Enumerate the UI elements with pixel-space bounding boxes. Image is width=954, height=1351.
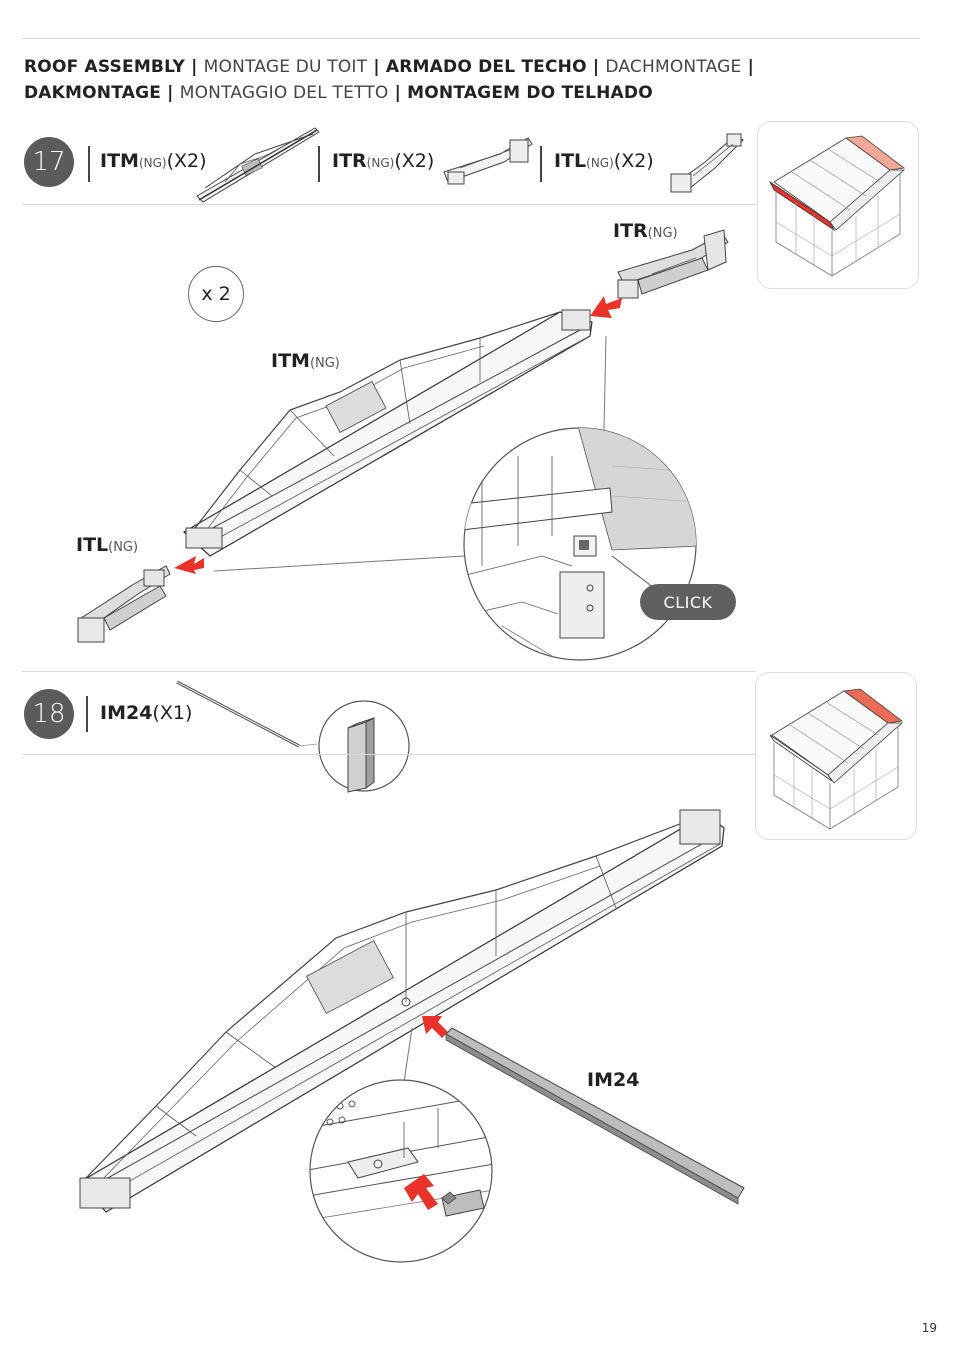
step-17-divider bbox=[88, 146, 90, 182]
page-title: ROOF ASSEMBLY | MONTAGE DU TOIT | ARMADO… bbox=[24, 54, 924, 106]
part-itm-label: ITM(NG)(X2) bbox=[100, 150, 207, 172]
itl-part-drawing bbox=[77, 565, 171, 643]
roof-highlight bbox=[842, 688, 904, 724]
itl-part-thumbnail bbox=[670, 133, 744, 193]
step-17-divider bbox=[540, 146, 542, 182]
part-itl-label: ITL(NG)(X2) bbox=[554, 150, 654, 172]
insert-arrow-itl bbox=[174, 556, 204, 574]
im24-profile-magnifier bbox=[318, 700, 410, 793]
page-number: 19 bbox=[921, 1321, 937, 1335]
im24-insertion-magnifier bbox=[309, 1079, 493, 1263]
arrow-shape bbox=[174, 556, 204, 574]
im24-part-thumbnail bbox=[176, 680, 318, 748]
quantity-multiplier-badge: x 2 bbox=[188, 266, 244, 322]
itl-callout-label: ITL(NG) bbox=[76, 534, 139, 556]
im24-rail-drawing bbox=[445, 1027, 745, 1205]
part-im24-label: IM24(X1) bbox=[100, 702, 193, 724]
itm-truss-drawing bbox=[182, 309, 593, 557]
title-sep: | bbox=[367, 57, 386, 77]
title-it: MONTAGGIO DEL TETTO bbox=[179, 83, 389, 103]
itr-part-drawing bbox=[617, 229, 729, 299]
title-sep: | bbox=[586, 57, 606, 77]
step-17-rule bbox=[22, 204, 758, 205]
title-fr: MONTAGE DU TOIT bbox=[203, 57, 368, 77]
title-nl: DAKMONTAGE bbox=[24, 83, 162, 103]
step-18-gazebo-thumbnail bbox=[755, 672, 917, 840]
step-separator bbox=[22, 671, 756, 672]
title-pt: MONTAGEM DO TELHADO bbox=[407, 83, 653, 103]
step-18-divider bbox=[86, 696, 88, 732]
title-line-2: DAKMONTAGE | MONTAGGIO DEL TETTO | MONTA… bbox=[24, 80, 924, 106]
title-sep: | bbox=[741, 57, 754, 77]
title-en: ROOF ASSEMBLY bbox=[24, 57, 185, 77]
step-18-rule bbox=[22, 754, 756, 755]
itm-part-thumbnail bbox=[196, 127, 320, 203]
click-indicator-badge: CLICK bbox=[640, 584, 736, 620]
click-detail-magnifier bbox=[463, 427, 697, 661]
itr-callout-label: ITR(NG) bbox=[613, 220, 678, 242]
itr-part-thumbnail bbox=[443, 137, 533, 185]
gazebo-icon bbox=[768, 135, 906, 277]
title-sep: | bbox=[185, 57, 204, 77]
roof-back-edge bbox=[844, 135, 906, 171]
detail-leader-lines bbox=[213, 335, 607, 572]
title-line-1: ROOF ASSEMBLY | MONTAGE DU TOIT | ARMADO… bbox=[24, 54, 924, 80]
title-sep: | bbox=[161, 83, 180, 103]
part-itr-label: ITR(NG)(X2) bbox=[332, 150, 435, 172]
title-de: DACHMONTAGE bbox=[605, 57, 742, 77]
insert-arrow-itr bbox=[590, 296, 622, 318]
title-es: ARMADO DEL TECHO bbox=[385, 57, 587, 77]
title-sep: | bbox=[388, 83, 408, 103]
assembled-truss-drawing bbox=[79, 809, 725, 1213]
step-17-divider bbox=[318, 146, 320, 182]
insert-arrow-im24 bbox=[422, 1016, 448, 1038]
step-17-number: 17 bbox=[24, 137, 74, 187]
arrow-shape bbox=[590, 296, 622, 318]
step-18-number: 18 bbox=[24, 689, 74, 739]
arrow-shape bbox=[422, 1016, 448, 1038]
roof-front-edge bbox=[768, 180, 836, 232]
step-17-gazebo-thumbnail bbox=[757, 121, 919, 289]
header-rule bbox=[22, 38, 920, 39]
itm-callout-label: ITM(NG) bbox=[271, 350, 340, 372]
arrow-shape bbox=[404, 1174, 438, 1210]
detail-leader-lines bbox=[403, 1027, 413, 1083]
gazebo-icon bbox=[769, 688, 904, 830]
im24-callout-label: IM24 bbox=[587, 1069, 640, 1091]
